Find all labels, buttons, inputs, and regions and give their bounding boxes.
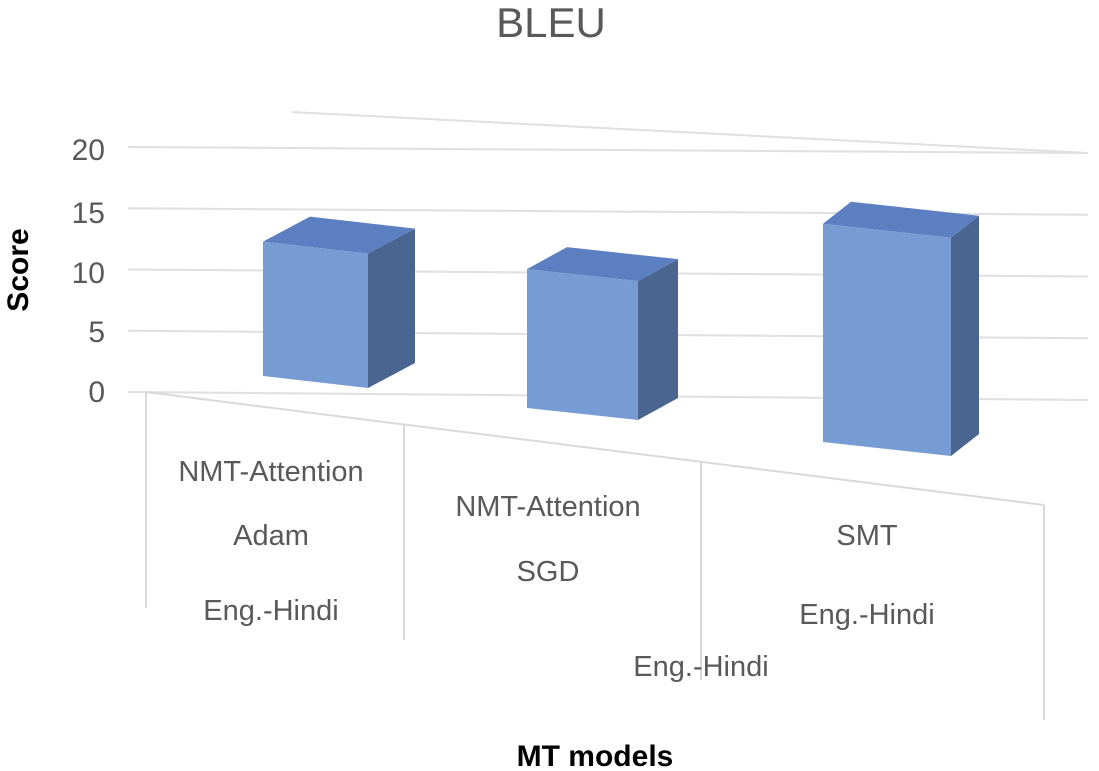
bars bbox=[263, 201, 979, 456]
bar-front bbox=[263, 241, 368, 388]
category-label: Eng.-Hindi bbox=[633, 651, 768, 683]
category-label: Eng.-Hindi bbox=[799, 599, 934, 631]
bar-front bbox=[527, 269, 638, 420]
y-tick-label: 20 bbox=[72, 134, 105, 167]
bar-side bbox=[638, 259, 678, 420]
bar-front bbox=[823, 223, 951, 456]
y-tick-label: 10 bbox=[72, 257, 105, 290]
category-label: SGD bbox=[517, 556, 580, 588]
y-tick-label: 0 bbox=[88, 376, 105, 409]
bar-1 bbox=[527, 247, 678, 420]
chart-title: BLEU bbox=[496, 0, 606, 46]
gridline bbox=[127, 146, 1089, 154]
y-tick-label: 5 bbox=[88, 316, 105, 349]
category-label: NMT-Attention bbox=[178, 456, 363, 488]
bar-top bbox=[527, 247, 678, 282]
bar-side bbox=[368, 228, 415, 388]
bar-0 bbox=[263, 216, 415, 388]
category-label: SMT bbox=[836, 520, 898, 552]
x-axis-title: MT models bbox=[517, 740, 674, 771]
y-axis-title: Score bbox=[2, 228, 35, 311]
category-label: NMT-Attention bbox=[455, 491, 640, 523]
back-wall-edge bbox=[291, 111, 1089, 154]
category-label: Adam bbox=[233, 520, 309, 552]
y-tick-label: 15 bbox=[72, 197, 105, 230]
category-label: Eng.-Hindi bbox=[203, 595, 338, 627]
bar-2 bbox=[823, 201, 979, 456]
bar-top bbox=[263, 216, 415, 254]
floor-front-edge bbox=[145, 391, 1045, 506]
category-floor bbox=[145, 391, 1045, 720]
x-axis-categories: NMT-Attention Adam Eng.-Hindi NMT-Attent… bbox=[178, 456, 934, 683]
bar-side bbox=[951, 215, 979, 456]
bar-top bbox=[823, 201, 979, 238]
y-axis-ticks: 0 5 10 15 20 bbox=[72, 134, 105, 409]
